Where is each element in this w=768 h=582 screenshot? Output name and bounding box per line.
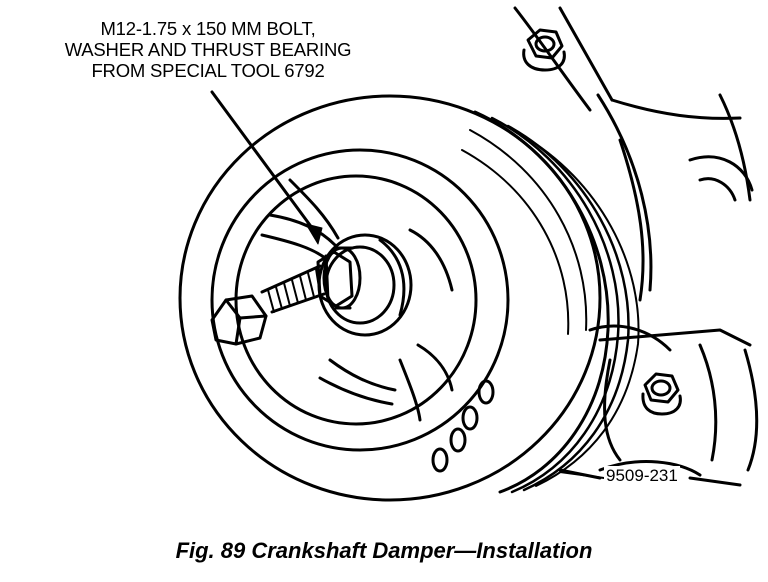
callout-leader-arrow xyxy=(210,90,323,245)
callout-line-1: M12-1.75 x 150 MM BOLT, xyxy=(100,18,316,39)
lower-bracket-bolt xyxy=(641,372,682,416)
damper-rim xyxy=(178,94,640,502)
part-number-label: 9509-231 xyxy=(604,466,680,486)
damper-hub-face xyxy=(210,148,510,452)
balancing-holes xyxy=(431,379,495,473)
figure-caption: Fig. 89 Crankshaft Damper—Installation xyxy=(175,538,593,563)
callout-line-2: WASHER AND THRUST BEARING xyxy=(64,39,352,60)
threaded-bolt-shaft xyxy=(260,264,326,314)
center-hub xyxy=(317,233,413,337)
part-number-leader xyxy=(559,471,605,479)
tool-callout-label: M12-1.75 x 150 MM BOLT, WASHER AND THRUS… xyxy=(28,18,388,81)
bolt-hex-head xyxy=(210,294,268,346)
upper-flange-bolt xyxy=(522,28,566,72)
callout-line-3: FROM SPECIAL TOOL 6792 xyxy=(91,60,325,81)
